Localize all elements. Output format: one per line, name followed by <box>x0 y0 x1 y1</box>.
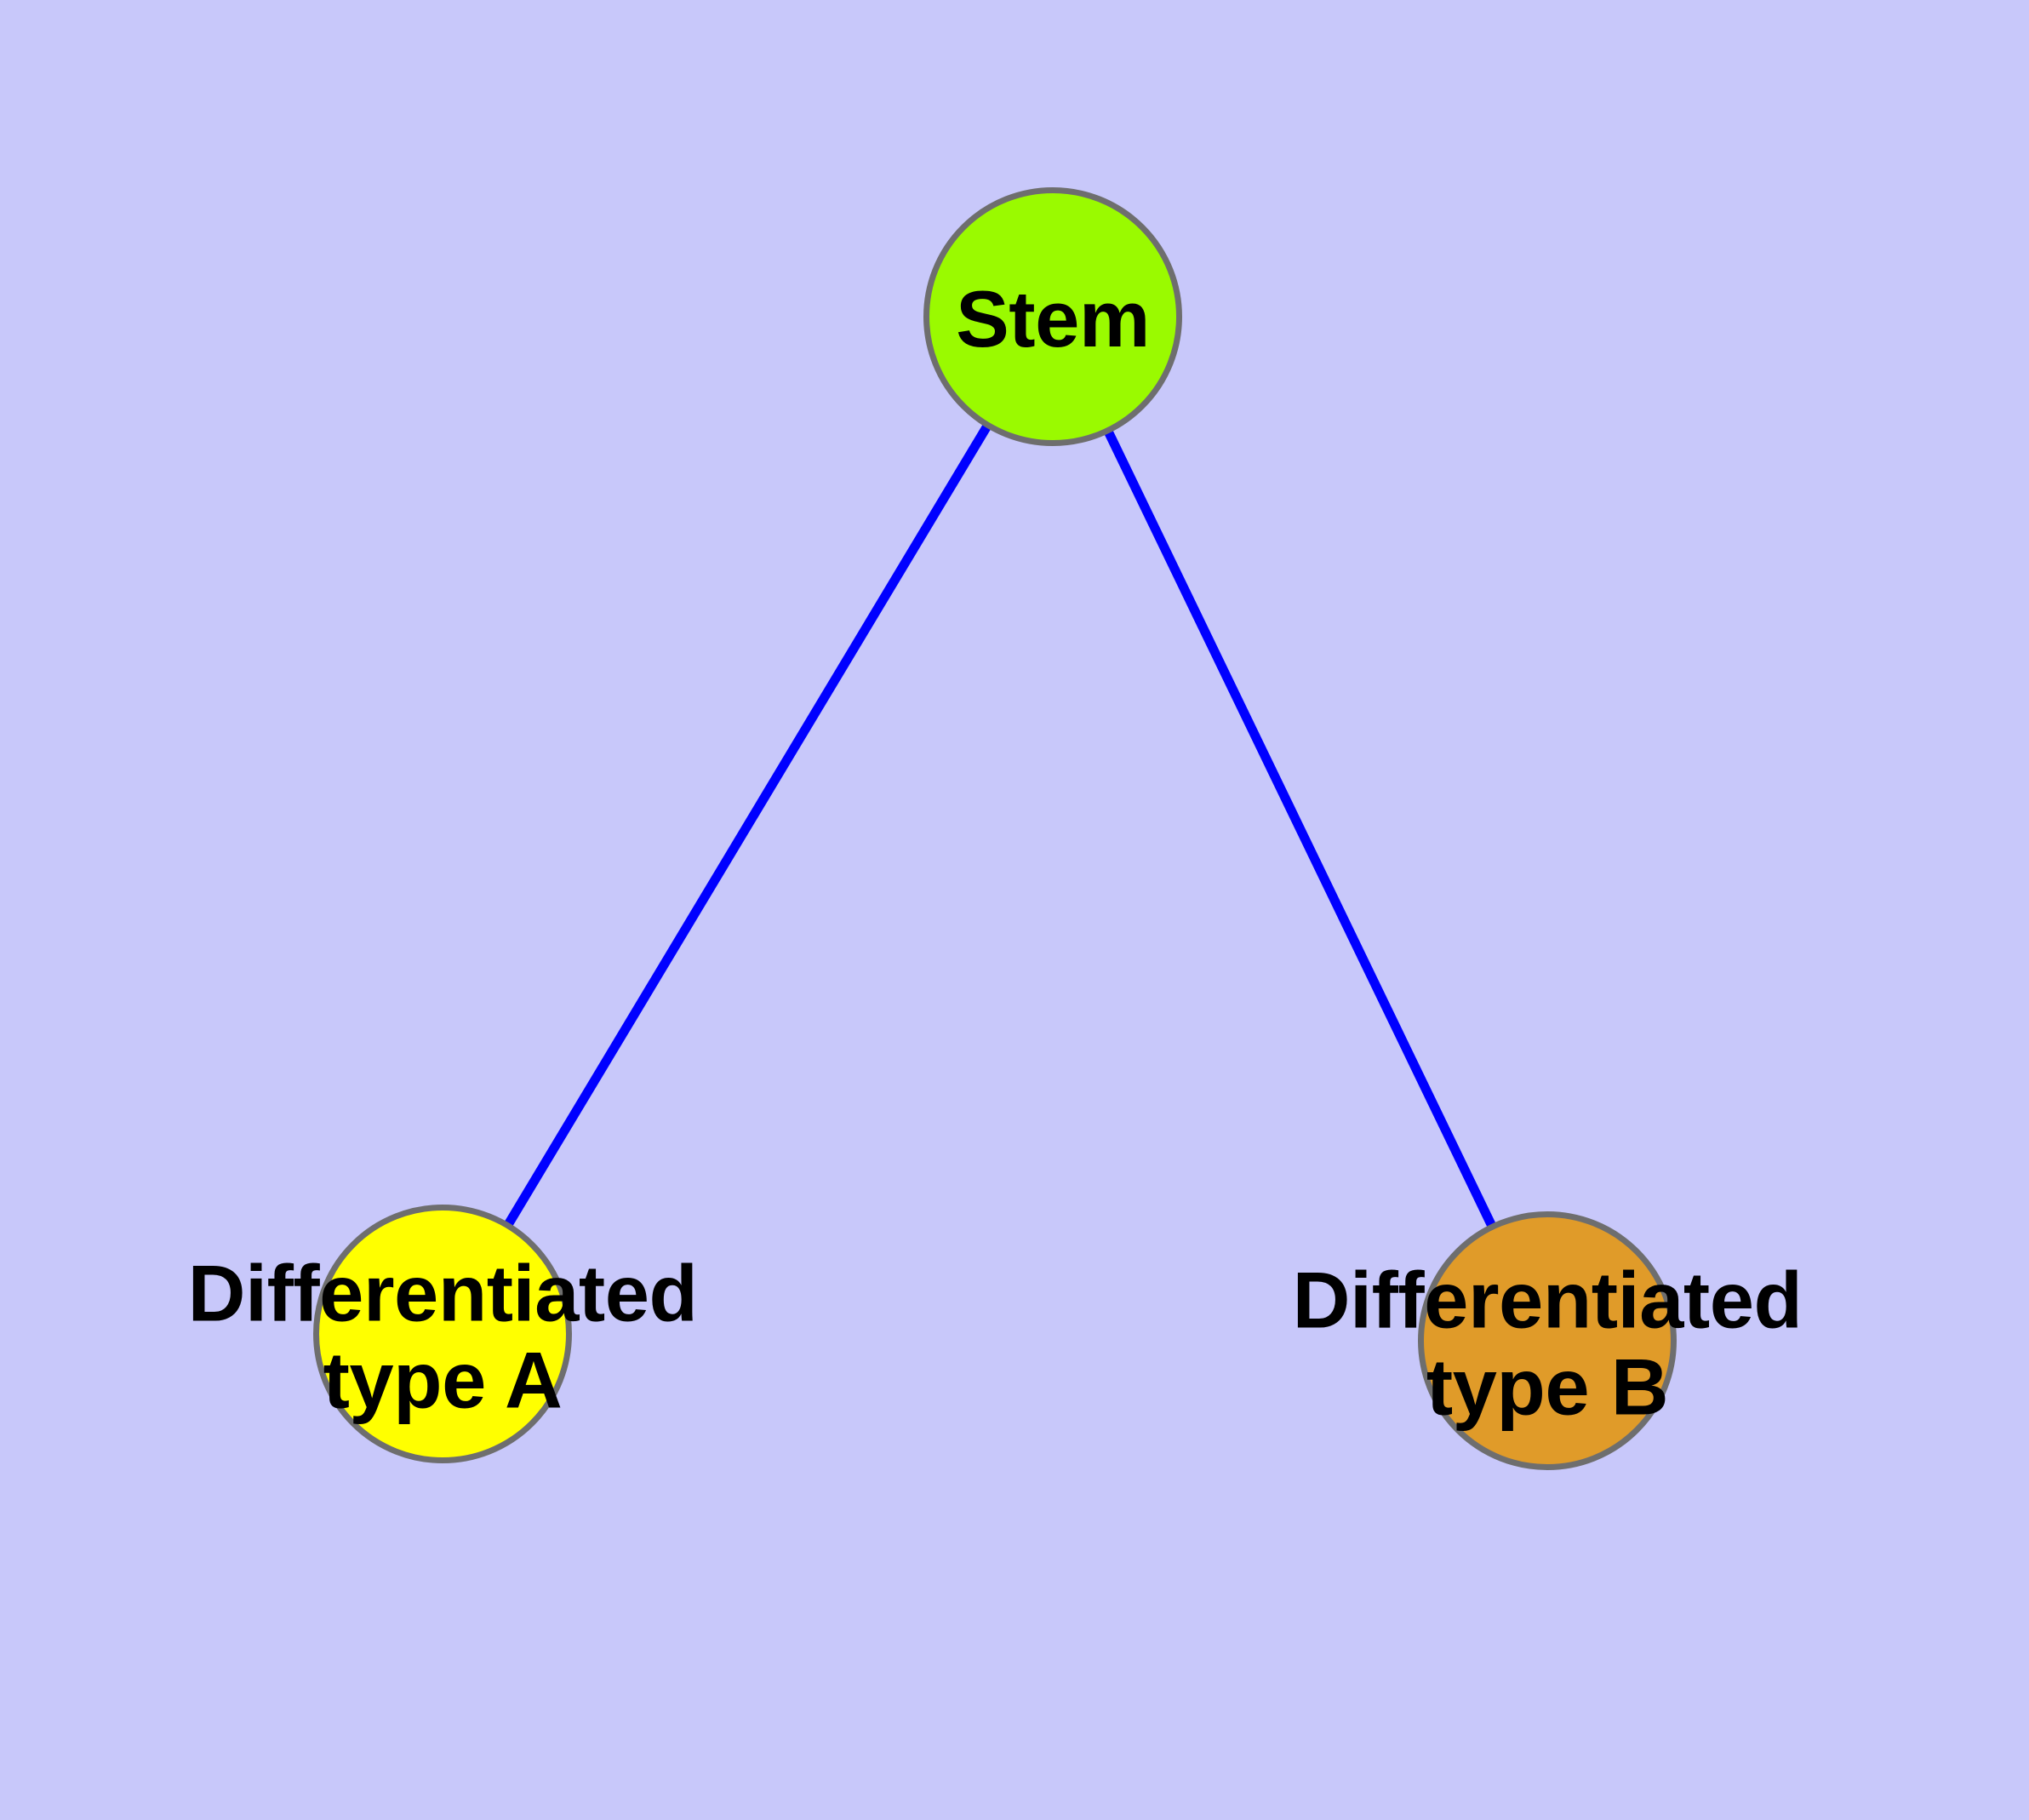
node-differentiated-type-a[interactable] <box>313 1205 572 1463</box>
node-differentiated-type-b[interactable] <box>1418 1211 1677 1470</box>
edge-stem-to-diff-a[interactable] <box>438 314 1057 1336</box>
edge-stem-to-diff-b[interactable] <box>1049 314 1552 1343</box>
node-stem[interactable] <box>923 187 1182 446</box>
